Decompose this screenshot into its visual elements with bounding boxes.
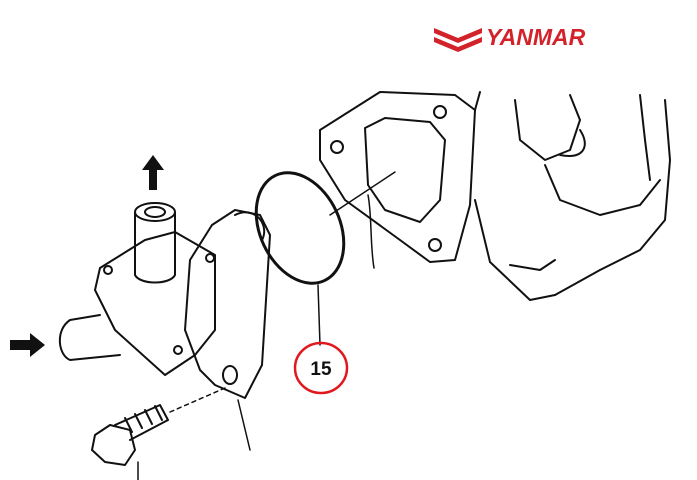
o-ring bbox=[254, 171, 346, 285]
bolt-guide-line bbox=[169, 387, 226, 413]
bolt bbox=[91, 404, 169, 480]
callout-number: 15 bbox=[310, 359, 332, 380]
logo-chevron-icon bbox=[434, 37, 482, 52]
pump-cover bbox=[58, 202, 271, 399]
yanmar-logo: YANMAR bbox=[434, 24, 586, 52]
leader-line bbox=[367, 194, 375, 269]
arrow-right-icon bbox=[10, 333, 45, 357]
leader-line bbox=[237, 399, 251, 451]
highlight-circle bbox=[293, 341, 349, 395]
arrow-up-icon bbox=[142, 155, 164, 190]
logo-chevron-icon bbox=[434, 28, 482, 43]
logo-text: YANMAR bbox=[486, 24, 586, 50]
engine-housing bbox=[319, 91, 671, 301]
leader-line bbox=[329, 171, 396, 216]
part-callout-15: 15 bbox=[293, 341, 349, 395]
callout-leader-line bbox=[317, 284, 321, 346]
